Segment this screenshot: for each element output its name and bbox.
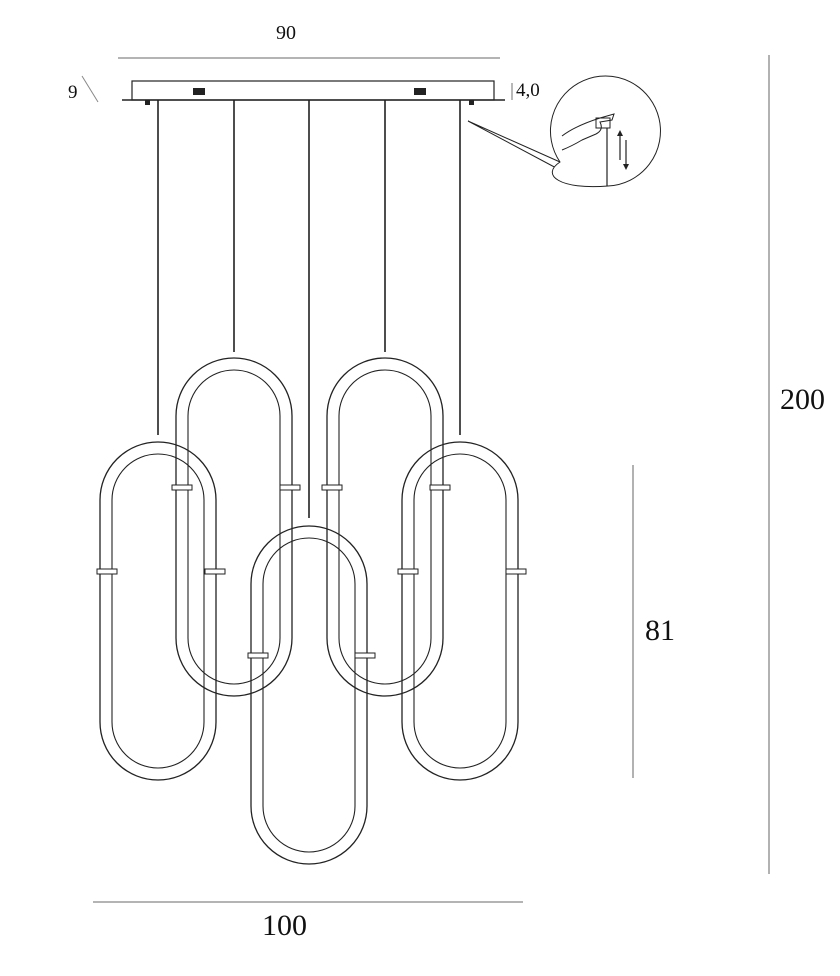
- dimension-label-canopy-height: 4,0: [516, 80, 540, 101]
- dim-line-9: [81, 75, 99, 103]
- dimension-label-canopy-depth: 9: [68, 82, 78, 103]
- loop-center: [250, 525, 368, 865]
- loop-right: [401, 441, 519, 781]
- dimension-label-loop-height: 81: [645, 614, 675, 647]
- cables: [157, 100, 461, 518]
- loop-inner-right: [326, 357, 444, 697]
- dimension-label-canopy-width: 90: [276, 22, 296, 44]
- loop-inner-left: [175, 357, 293, 697]
- height-adjust-icon: [467, 75, 661, 188]
- dimension-label-total-height: 200: [780, 383, 825, 416]
- dimension-label-total-width: 100: [262, 909, 307, 942]
- joint-rings: [96, 484, 527, 659]
- loop-left: [99, 441, 217, 781]
- canopy: [122, 80, 505, 105]
